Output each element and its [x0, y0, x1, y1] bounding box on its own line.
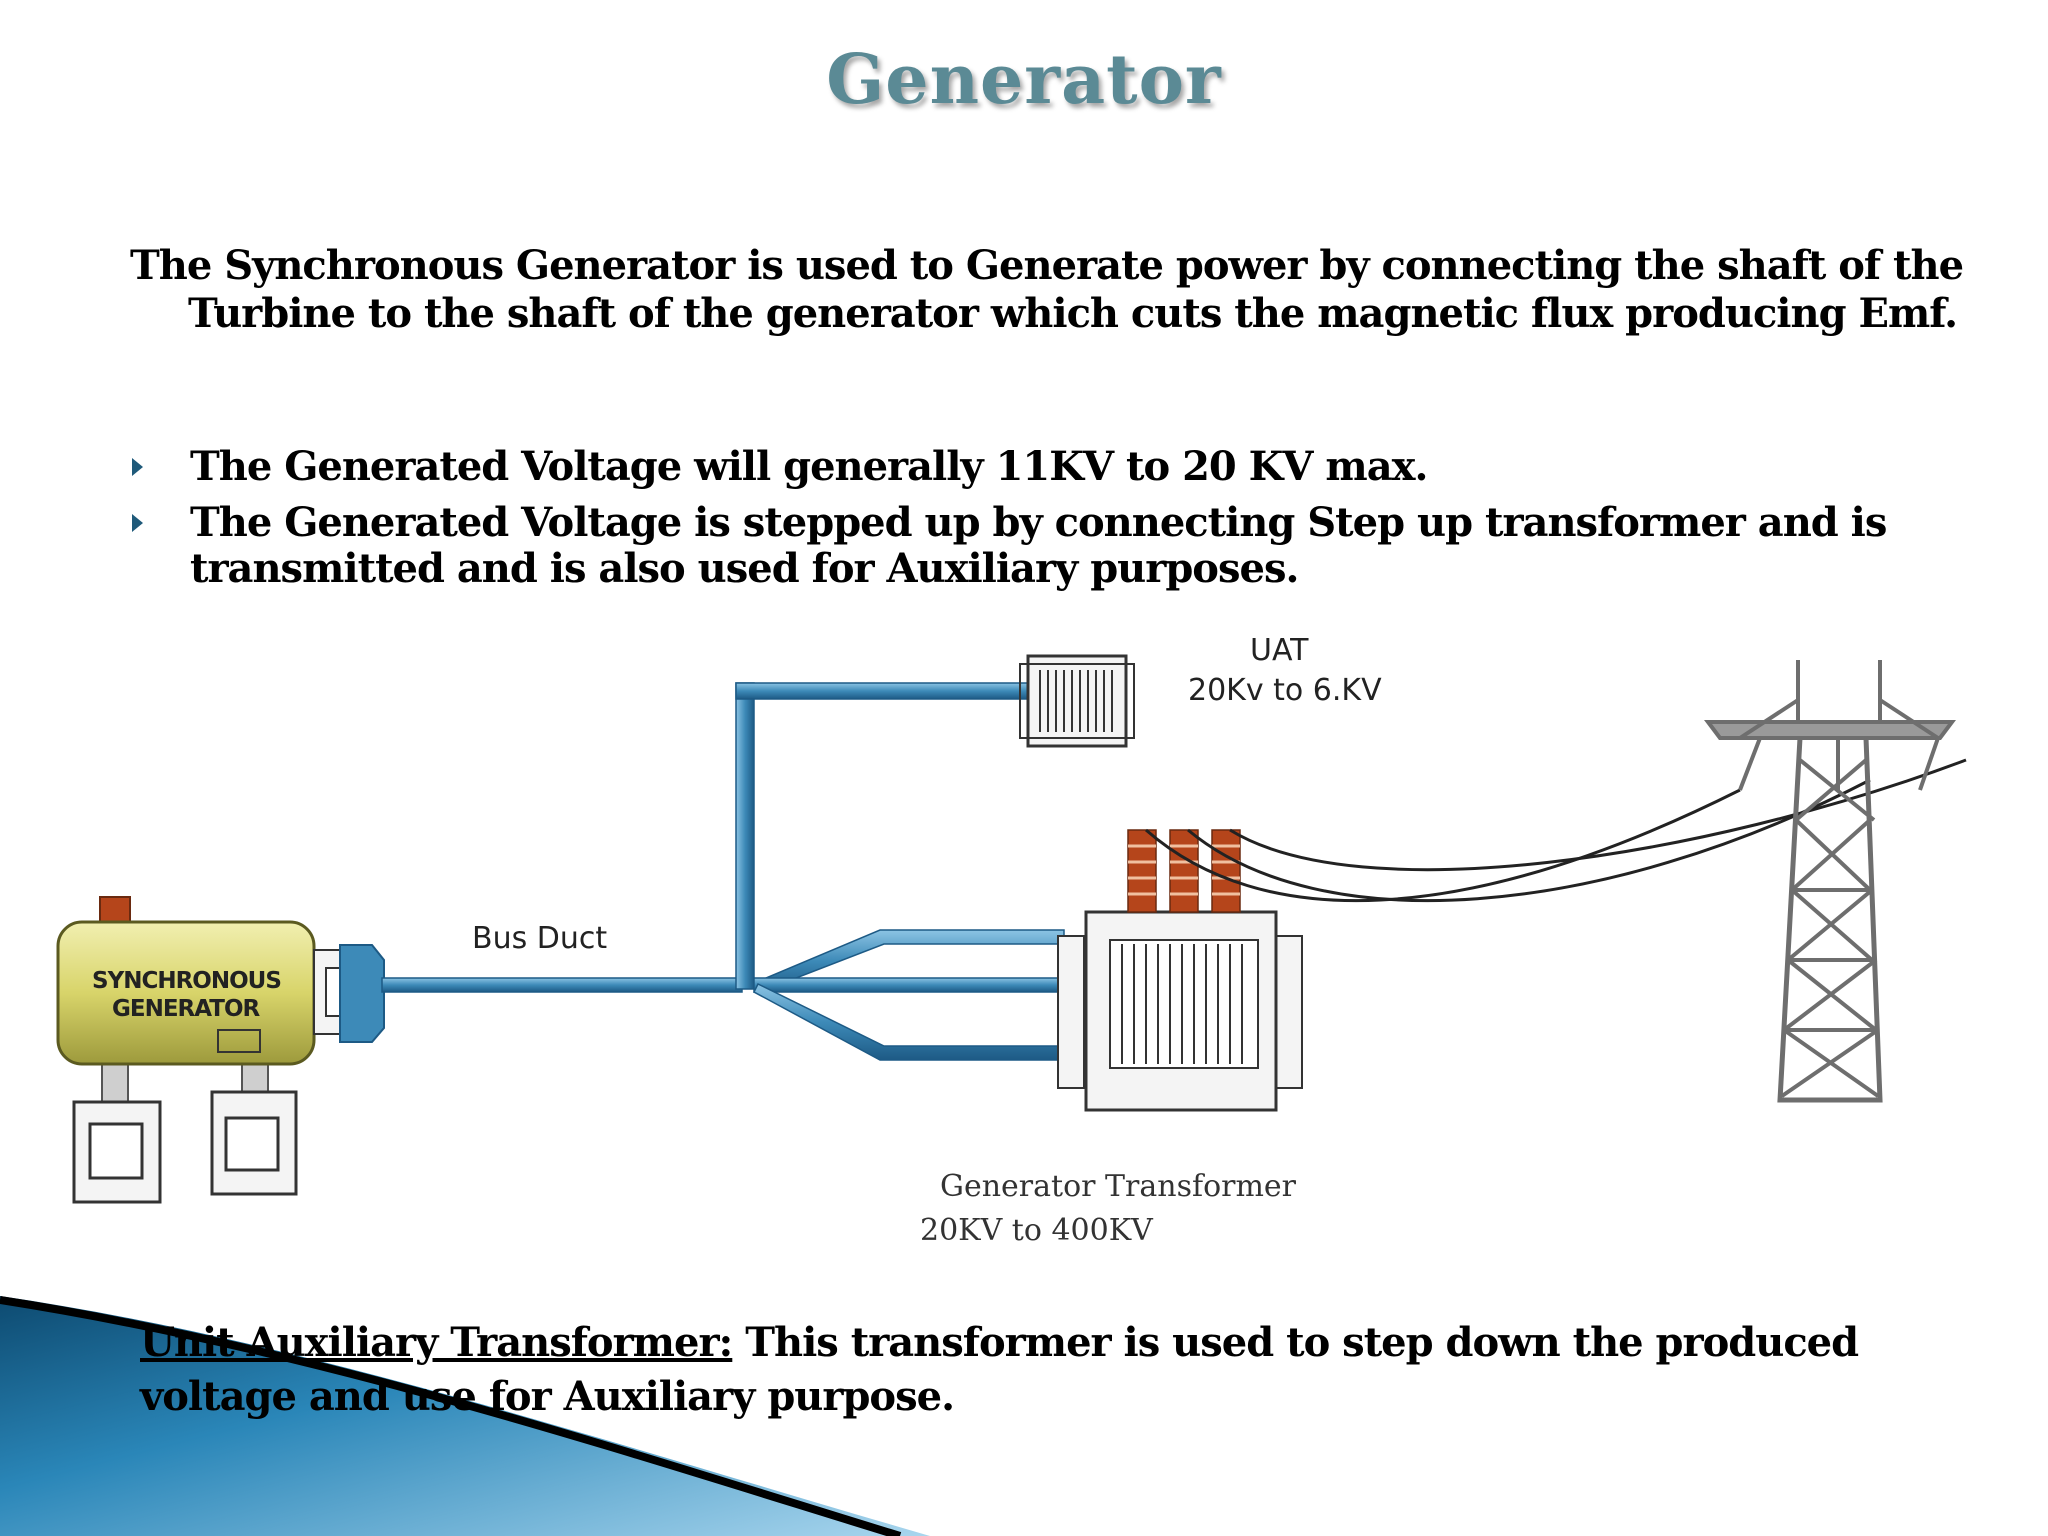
- footer-note: Unit Auxiliary Transformer: This transfo…: [140, 1316, 1940, 1424]
- transformer-icon: [1057, 829, 1303, 1112]
- bullet-arrow-icon: [132, 458, 143, 476]
- bullet-list: The Generated Voltage will generally 11K…: [132, 444, 1972, 602]
- bullet-text: The Generated Voltage will generally 11K…: [190, 443, 1428, 490]
- uat-rating: 20Kv to 6.KV: [1188, 673, 1382, 708]
- generator-transformer-rating: 20KV to 400KV: [920, 1213, 1154, 1248]
- bullet-item: The Generated Voltage is stepped up by c…: [132, 500, 1972, 592]
- accent-swoosh: [0, 1296, 902, 1536]
- bus-duct-label: Bus Duct: [472, 921, 607, 956]
- transmission-tower-icon: [1704, 660, 1956, 1103]
- transformer-icon: [1019, 654, 1135, 748]
- page-title: Generator: [826, 40, 1222, 120]
- generator-icon: SYNCHRONOUS GENERATOR: [56, 896, 385, 1204]
- bullet-text: The Generated Voltage is stepped up by c…: [190, 499, 1887, 592]
- generator-label: GENERATOR: [112, 996, 261, 1022]
- footer-note-text: This transformer is used to step down th…: [140, 1319, 1859, 1420]
- generator-transformer-label: Generator Transformer: [940, 1169, 1297, 1204]
- bullet-item: The Generated Voltage will generally 11K…: [132, 444, 1972, 490]
- intro-paragraph: The Synchronous Generator is used to Gen…: [130, 242, 1964, 337]
- footer-note-term: Unit Auxiliary Transformer:: [140, 1319, 733, 1366]
- generator-label: SYNCHRONOUS: [92, 968, 281, 994]
- bus-duct: [381, 682, 1065, 1061]
- uat-label: UAT: [1250, 633, 1309, 668]
- bullet-arrow-icon: [132, 514, 143, 532]
